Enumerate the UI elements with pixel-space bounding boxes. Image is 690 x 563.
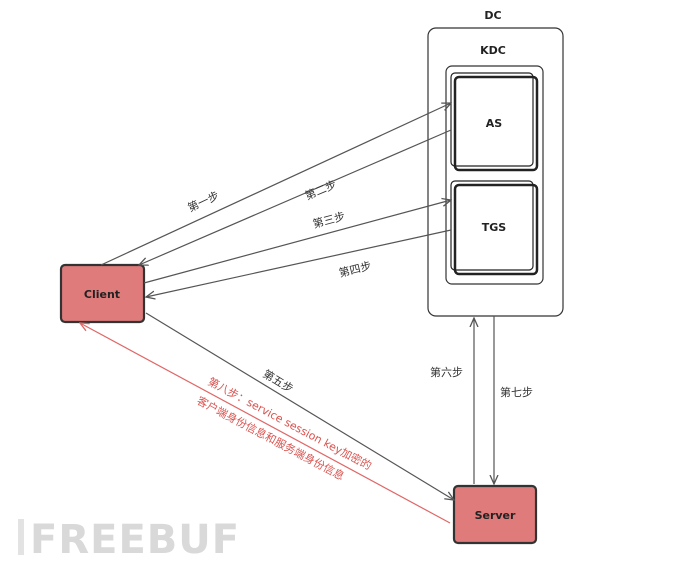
client-node [59, 263, 146, 324]
tgs-label: TGS [482, 221, 507, 234]
watermark-bar [18, 519, 24, 555]
as-box [453, 75, 539, 172]
dc-label: DC [484, 9, 501, 22]
step5-label: 第五步 [260, 367, 295, 396]
as-label: AS [486, 117, 503, 130]
arrow-step2 [139, 129, 452, 265]
tgs-box-outline [450, 180, 534, 271]
step3-label: 第三步 [311, 209, 346, 231]
as-box-outline [450, 72, 534, 167]
watermark-text: FREEBUF [30, 517, 240, 563]
client-label: Client [84, 288, 120, 301]
arrow-step3 [143, 200, 451, 284]
arrow-step5 [145, 312, 454, 500]
kdc-label: KDC [480, 44, 506, 57]
step4-label: 第四步 [337, 258, 372, 280]
step6-label: 第六步 [430, 365, 463, 379]
server-node [452, 484, 538, 545]
arrow-step8 [80, 323, 451, 524]
arrow-step1 [100, 103, 451, 266]
step7-label: 第七步 [500, 385, 533, 399]
arrow-step4 [146, 229, 452, 297]
step1-label: 第一步 [185, 188, 221, 215]
step2-label: 第二步 [303, 177, 339, 203]
freebuf-watermark: FREEBUF [18, 517, 240, 563]
tgs-box [453, 183, 539, 276]
server-label: Server [475, 509, 516, 522]
